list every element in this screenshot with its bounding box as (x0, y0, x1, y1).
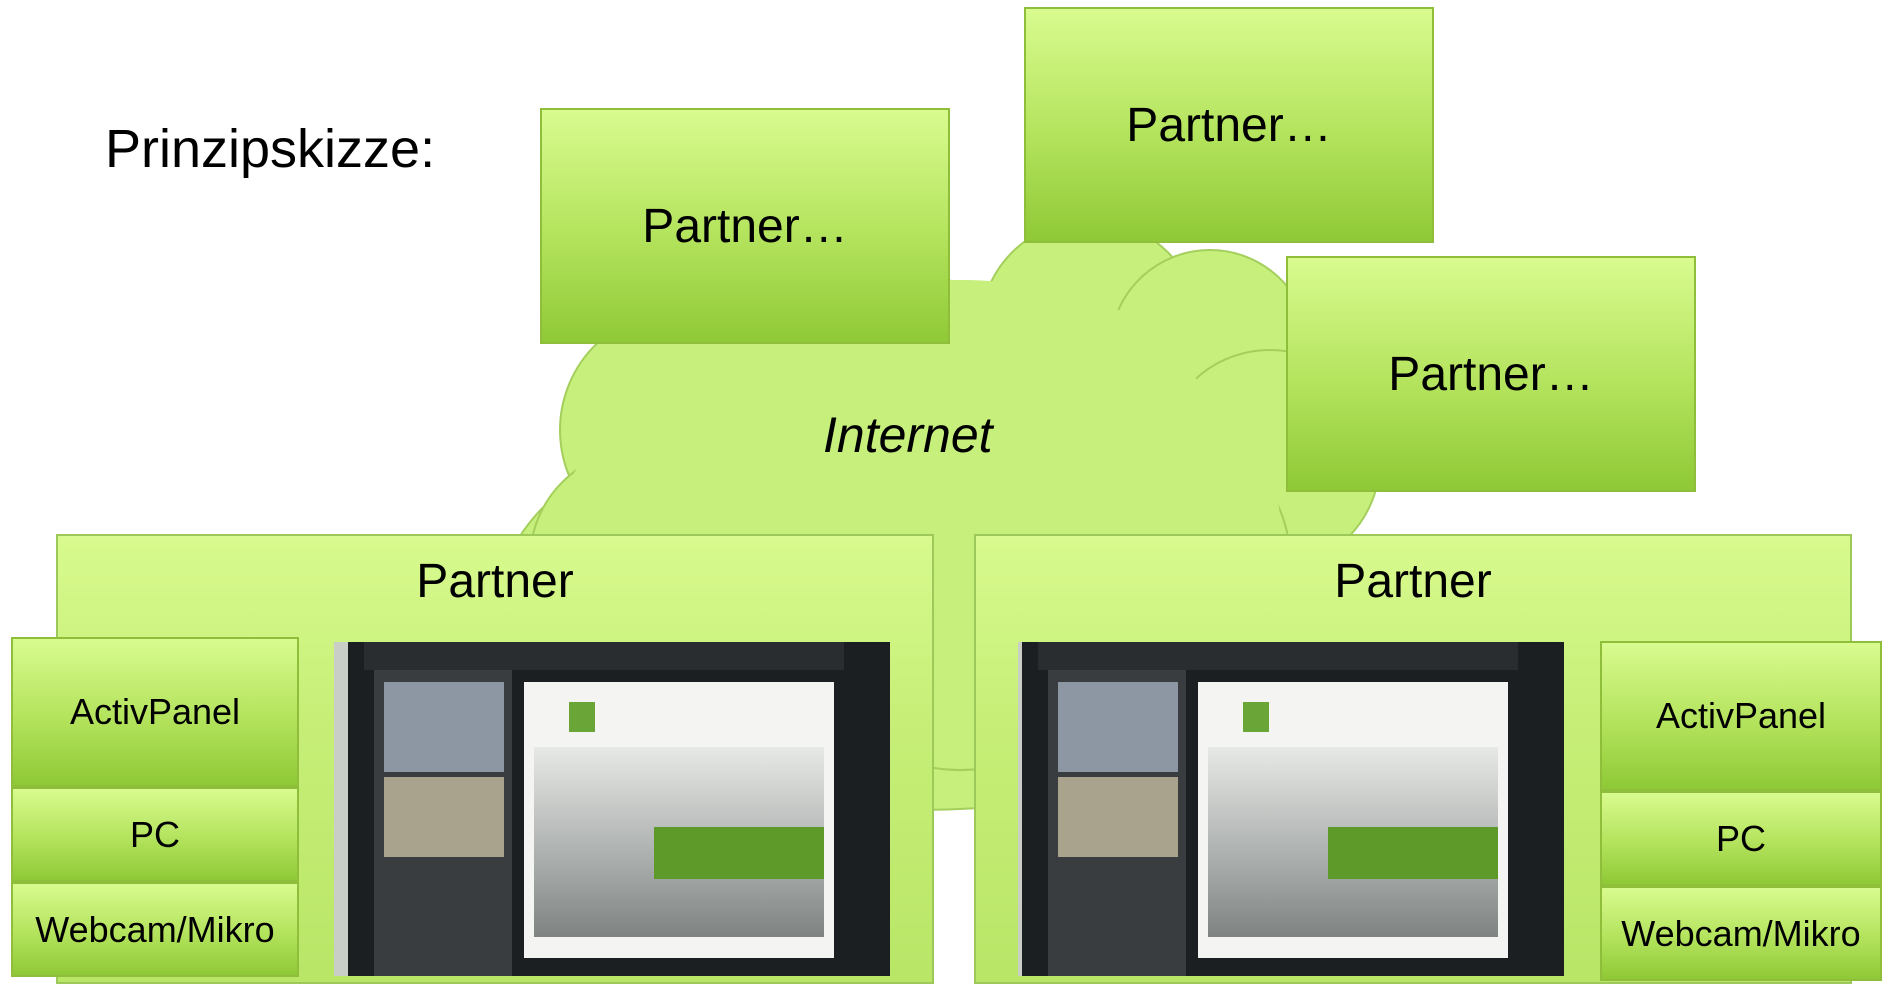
component-label: PC (129, 813, 180, 855)
local-partner-label: Partner (416, 555, 574, 608)
partner-label: Partner… (1126, 98, 1332, 152)
activpanel-box-1: ActivPanel (11, 637, 299, 787)
webcam-box-2: Webcam/Mikro (1600, 886, 1882, 981)
partner-box-top: Partner… (1024, 7, 1434, 243)
component-label: PC (1715, 817, 1766, 859)
component-label: ActivPanel (1655, 695, 1827, 736)
partner-label: Partner… (1388, 347, 1594, 401)
pc-box-2: PC (1600, 791, 1882, 886)
partner-box-left: Partner… (540, 108, 950, 344)
diagram-title: Prinzipskizze: (105, 119, 436, 179)
component-label: Webcam/Mikro (1621, 912, 1861, 954)
activpanel-photo-1 (334, 642, 890, 976)
partner-box-right: Partner… (1286, 256, 1696, 492)
activpanel-box-2: ActivPanel (1600, 641, 1882, 791)
webcam-box-1: Webcam/Mikro (11, 882, 299, 977)
internet-label: Internet (823, 407, 993, 463)
component-label: Webcam/Mikro (35, 908, 275, 950)
component-label: ActivPanel (69, 691, 241, 732)
partner-label: Partner… (642, 199, 848, 253)
pc-box-1: PC (11, 787, 299, 882)
activpanel-photo-2 (1018, 642, 1564, 976)
local-partner-label: Partner (1334, 555, 1492, 608)
